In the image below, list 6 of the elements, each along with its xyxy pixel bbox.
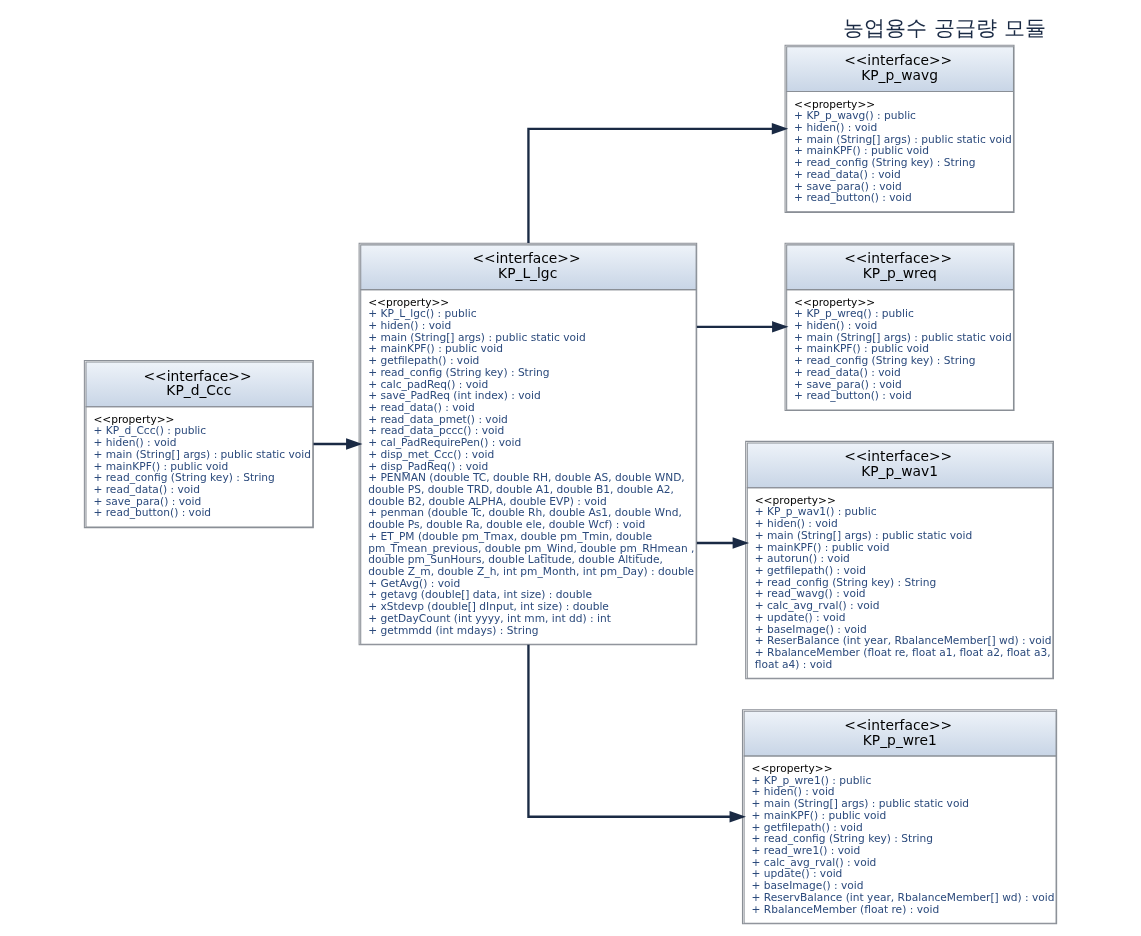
diagram-title: 농업용수 공급량 모듈 — [843, 14, 1046, 40]
arrow — [696, 320, 789, 333]
arrow — [527, 644, 746, 822]
arrow — [527, 122, 789, 243]
arrow — [696, 536, 750, 549]
arrow — [313, 437, 363, 450]
